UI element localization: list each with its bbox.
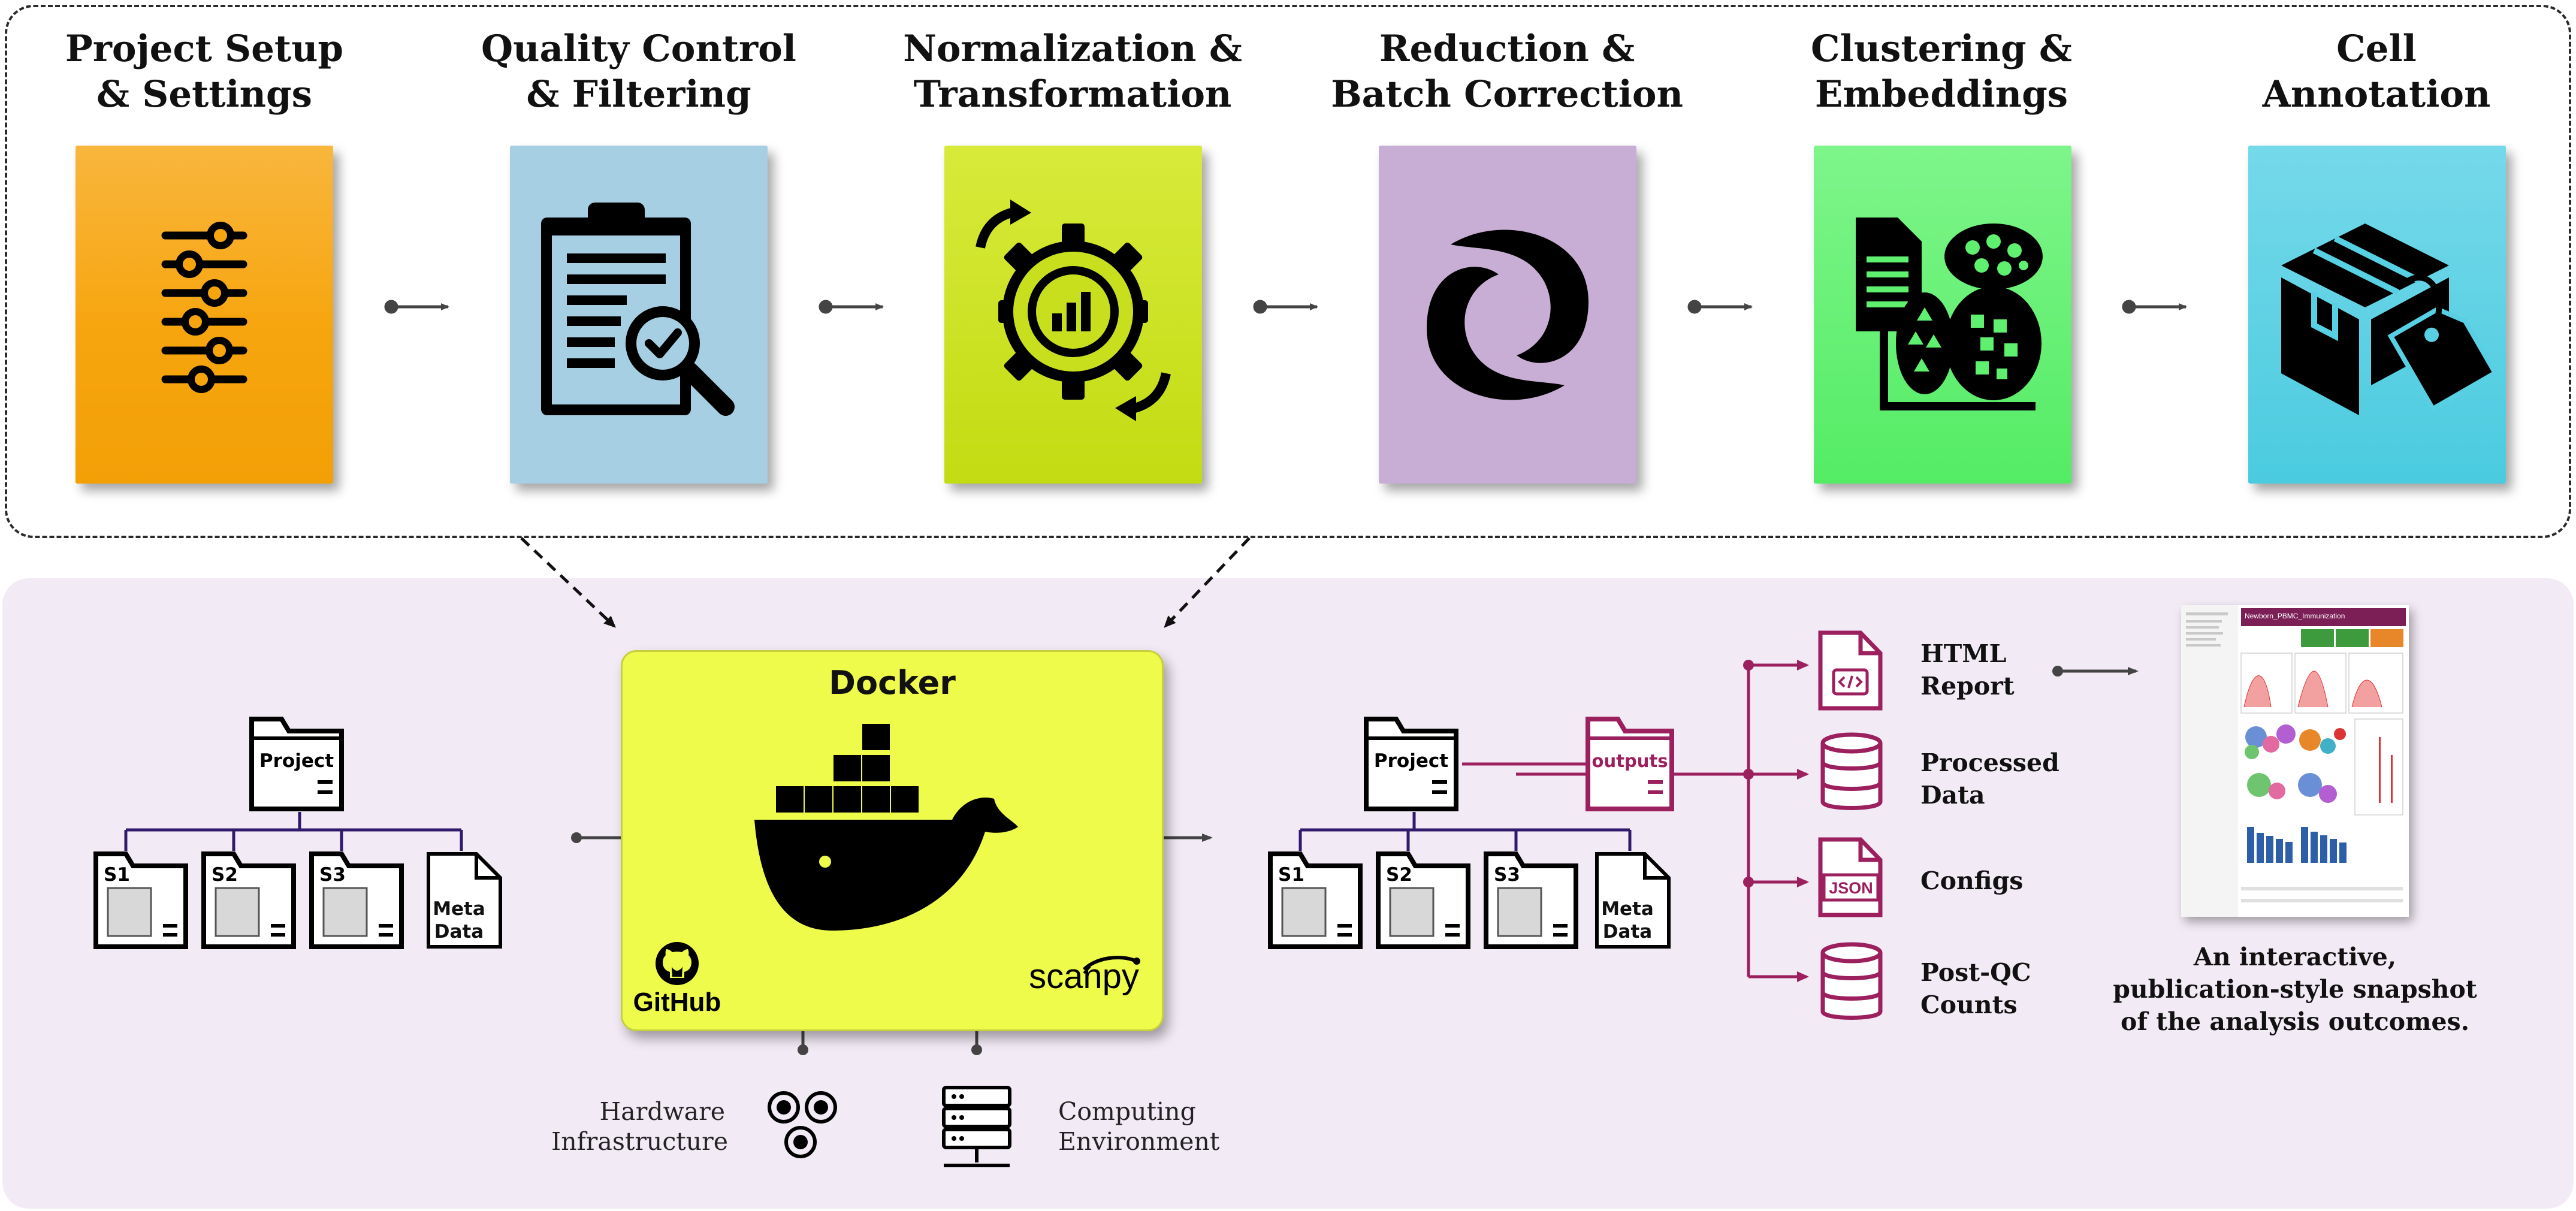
output-meta-data-label: Meta Data — [1601, 898, 1654, 943]
output-label-configs: Configs — [1920, 866, 2024, 895]
stage-title-annotation: Cell Annotation — [2262, 28, 2491, 116]
output-project-folder-label: Project — [1374, 750, 1448, 772]
server-stack-icon — [942, 1086, 1011, 1167]
meta-data-file-icon — [1595, 852, 1671, 949]
stage-title-clustering: Clustering & Embeddings — [1810, 28, 2073, 116]
box-tag-icon — [2281, 224, 2499, 415]
stage-card-normalization — [944, 146, 1202, 484]
github-icon — [656, 942, 699, 985]
pipeline-frame — [5, 5, 2571, 538]
computing-environment-label: Computing Environment — [1058, 1097, 1220, 1156]
input-folder-tree: Project S1 S2 S3 — [93, 717, 502, 949]
json-file-icon: JSON — [1818, 837, 1883, 917]
output-sample-label-s2: S2 — [1386, 864, 1412, 886]
scanpy-shrimp-icon — [1082, 956, 1140, 974]
output-sample-folders — [1268, 851, 1671, 949]
report-thumbnail: Newborn_PBMC_Immunization — [2181, 605, 2406, 917]
report-snapshot: Newborn_PBMC_Immunization — [2181, 605, 2409, 917]
stage-card-reduction — [1379, 146, 1636, 484]
sample-label-s1: S1 — [104, 864, 130, 886]
stage-title-qc: Quality Control & Filtering — [481, 28, 796, 116]
output-sample-label-s3: S3 — [1494, 864, 1520, 886]
stage-title-setup: Project Setup & Settings — [65, 28, 344, 116]
clipboard-search-icon — [541, 203, 735, 416]
project-folder-icon — [1364, 717, 1458, 811]
stage-title-reduction: Reduction & Batch Correction — [1331, 28, 1683, 116]
docker-title: Docker — [829, 664, 956, 702]
github-logo: GitHub — [632, 940, 722, 1016]
docker-container: Docker GitHub scanpy — [621, 650, 1164, 1031]
stage-card-setup — [76, 146, 333, 484]
output-label-post-qc-counts: Post-QC Counts — [1920, 958, 2031, 1019]
github-label: GitHub — [633, 987, 721, 1017]
meta-data-label: Meta Data — [433, 898, 485, 943]
report-title: Newborn_PBMC_Immunization — [2245, 612, 2345, 620]
output-folder-tree: Project outputs S1 S2 — [1268, 717, 1674, 949]
cluster-plot-icon — [1856, 218, 2043, 410]
swirl-icon — [1427, 229, 1589, 400]
docker-whale-icon — [754, 724, 1018, 931]
gear-chart-icon — [976, 200, 1171, 421]
scanpy-label: scanpy — [1029, 957, 1139, 996]
output-label-html-report: HTML Report — [1920, 639, 2015, 700]
sample-label-s2: S2 — [212, 864, 238, 886]
post-qc-counts-database-icon — [1820, 942, 1883, 1020]
outputs-folder-label: outputs — [1592, 751, 1668, 771]
project-folder-icon — [249, 717, 344, 811]
sample-folders — [93, 851, 502, 949]
output-sample-label-s1: S1 — [1278, 864, 1304, 886]
meta-data-file-icon — [427, 852, 502, 949]
sample-label-s3: S3 — [319, 864, 346, 886]
processed-data-database-icon — [1820, 732, 1883, 810]
output-label-processed-data: Processed Data — [1920, 748, 2059, 810]
stage-card-clustering — [1814, 146, 2071, 484]
html-file-icon — [1818, 630, 1883, 711]
pipeline-arrows — [384, 300, 2187, 314]
stage-card-annotation — [2248, 146, 2506, 484]
hardware-gears-icon — [768, 1091, 837, 1158]
report-caption: An interactive, publication-style snapsh… — [2113, 943, 2477, 1036]
sliders-icon — [161, 222, 247, 393]
json-badge-label: JSON — [1829, 879, 1873, 897]
outputs-folder-icon — [1586, 717, 1674, 811]
stage-card-qc — [510, 146, 768, 484]
project-folder-label: Project — [259, 750, 334, 772]
hardware-infrastructure-label: Hardware Infrastructure — [551, 1097, 729, 1156]
stage-title-normalization: Normalization & Transformation — [903, 28, 1242, 116]
